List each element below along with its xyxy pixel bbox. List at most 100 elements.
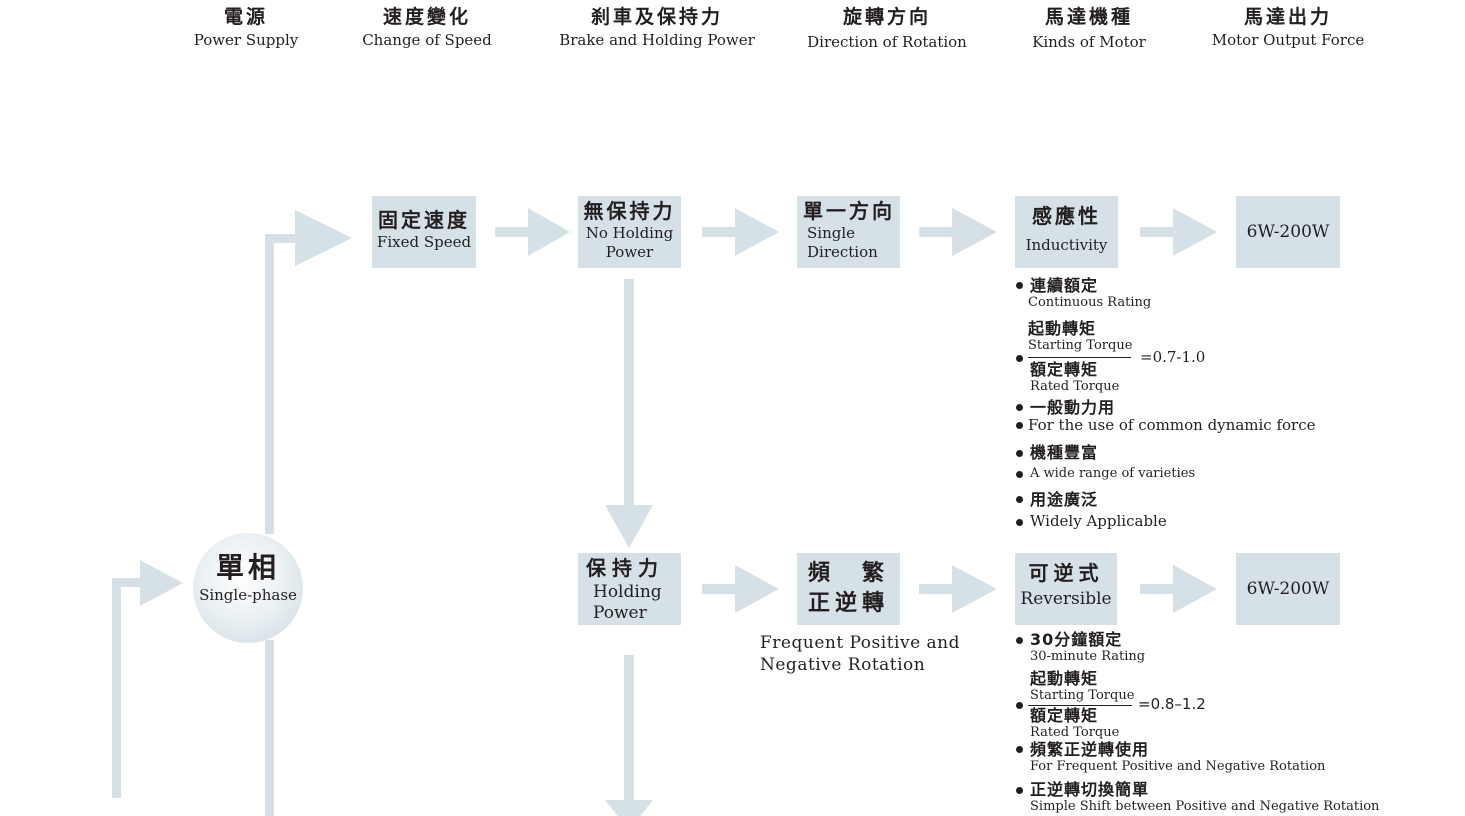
box-zh: 正逆轉 [807,591,889,616]
down-arrow2-head [605,800,653,816]
arrow-to-fixed-speed [295,210,352,266]
note-torque-ratio-row2: 起動轉矩 Starting Torque [1030,669,1135,704]
note-zh: 起動轉矩 [1028,319,1097,338]
box-en: Power [593,603,647,623]
note-zh: 額定轉矩 [1030,360,1099,379]
box-en: Inductivity [1025,236,1108,254]
bullet [1016,355,1023,362]
ratio-row1: =0.7-1.0 [1140,348,1206,366]
note-variety-zh: 機種豐富 [1030,444,1098,462]
box-en: Holding [593,582,662,602]
down-arrow1-shaft [624,279,634,507]
header-en: Brake and Holding Power [559,31,755,49]
note-use-row1-zh: 一般動力用 [1030,399,1115,417]
inductivity-box: 感應性 Inductivity [1015,196,1118,268]
header-output: 馬達出力 Motor Output Force [1178,4,1398,50]
header-power-supply: 電源 Power Supply [136,4,356,50]
bullet [1016,746,1023,753]
row1-arrow1-head [528,208,570,256]
header-en: Power Supply [193,31,299,49]
note-en: Rated Torque [1030,725,1120,740]
single-direction-box: 單一方向 Single Direction [797,196,900,268]
box-en: Reversible [1020,589,1112,609]
box-en: Fixed Speed [376,233,472,251]
note-use-row1-en: For the use of common dynamic force [1028,416,1316,434]
caption-line: Negative Rotation [760,655,926,675]
bullet [1016,496,1023,503]
header-kinds-of-motor: 馬達機種 Kinds of Motor [979,4,1199,52]
arrow-to-single-phase [140,560,183,606]
header-direction: 旋轉方向 Direction of Rotation [777,4,997,52]
row2-arrow2-shaft [919,584,954,594]
bullet [1016,450,1023,457]
ratio-row2: =0.8–1.2 [1138,695,1206,713]
bullet [1016,422,1023,429]
header-change-of-speed: 速度變化 Change of Speed [317,4,537,50]
note-en: For Frequent Positive and Negative Rotat… [1030,759,1326,774]
down-arrow1-head [605,505,653,548]
bullet [1016,637,1023,644]
caption-line: Frequent Positive and [760,633,961,653]
trunk-up-line [265,234,274,534]
frequent-rotation-caption: Frequent Positive and Negative Rotation [760,632,960,676]
header-zh: 電源 [223,6,268,28]
note-rating-row1: 連續額定 Continuous Rating [1028,277,1152,311]
holding-power-box: 保持力 Holding Power [578,553,681,625]
box-zh: 頻 繁 [807,561,889,586]
trunk-top-line [265,234,297,243]
note-variety-en: A wide range of varieties [1030,466,1196,481]
incoming-line-horizontal [112,578,142,587]
note-app-en: Widely Applicable [1030,512,1167,530]
incoming-line-vertical [112,578,121,798]
note-en: Starting Torque [1030,688,1135,703]
row2-arrow2-head [952,565,997,613]
single-phase-zh: 單相 [215,551,280,584]
note-zh: 頻繁正逆轉使用 [1030,740,1150,759]
header-zh: 速度變化 [382,6,471,28]
single-phase-node: 單相 Single-phase [193,533,303,643]
note-zh: 正逆轉切換簡單 [1030,780,1150,799]
header-zh: 旋轉方向 [842,6,931,28]
no-holding-power-box: 無保持力 No Holding Power [578,196,681,268]
box-zh: 無保持力 [583,199,676,223]
row2-arrow1-shaft [702,584,737,594]
note-zh: 用途廣泛 [1030,490,1099,509]
box-en: No Holding [585,224,674,242]
single-phase-en: Single-phase [199,586,297,604]
note-en: Rated Torque [1030,379,1120,394]
box-zh: 固定速度 [378,208,470,232]
bullet [1016,787,1023,794]
bullet [1016,702,1023,709]
box-zh: 感應性 [1032,204,1101,228]
row2-arrow3-shaft [1140,584,1175,594]
row1-arrow3-head [952,208,997,256]
header-en: Change of Speed [362,31,492,49]
frequent-rotation-box: 頻 繁 正逆轉 [797,553,900,625]
box-zh: 單一方向 [803,199,895,223]
note-use-row2: 頻繁正逆轉使用 For Frequent Positive and Negati… [1030,740,1326,775]
row2-arrow3-head [1173,565,1217,613]
header-zh: 馬達出力 [1243,6,1332,28]
note-zh: 額定轉矩 [1030,706,1099,725]
note-rated-row2: 額定轉矩 Rated Torque [1030,706,1120,741]
output-box-row2: 6W-200W [1236,553,1340,625]
fraction-line [1028,357,1131,358]
row1-arrow2-shaft [702,227,737,237]
note-zh: 起動轉矩 [1030,669,1099,688]
bullet [1016,471,1023,478]
note-en: Continuous Rating [1028,295,1152,310]
bullet [1016,519,1023,526]
note-zh: 一般動力用 [1030,398,1116,417]
box-zh: 可逆式 [1028,561,1104,585]
box-en: Direction [807,243,878,261]
note-en: 30-minute Rating [1030,649,1146,664]
output-box-row1: 6W-200W [1236,196,1340,268]
note-en: Starting Torque [1028,338,1133,353]
header-zh: 刹車及保持力 [590,6,723,28]
trunk-down-line [265,640,274,816]
row2-arrow1-head [735,565,779,613]
fraction-line [1028,705,1132,706]
row1-arrow4-head [1173,208,1217,256]
down-arrow2-shaft [624,655,634,805]
note-rated-row1: 額定轉矩 Rated Torque [1030,360,1120,395]
